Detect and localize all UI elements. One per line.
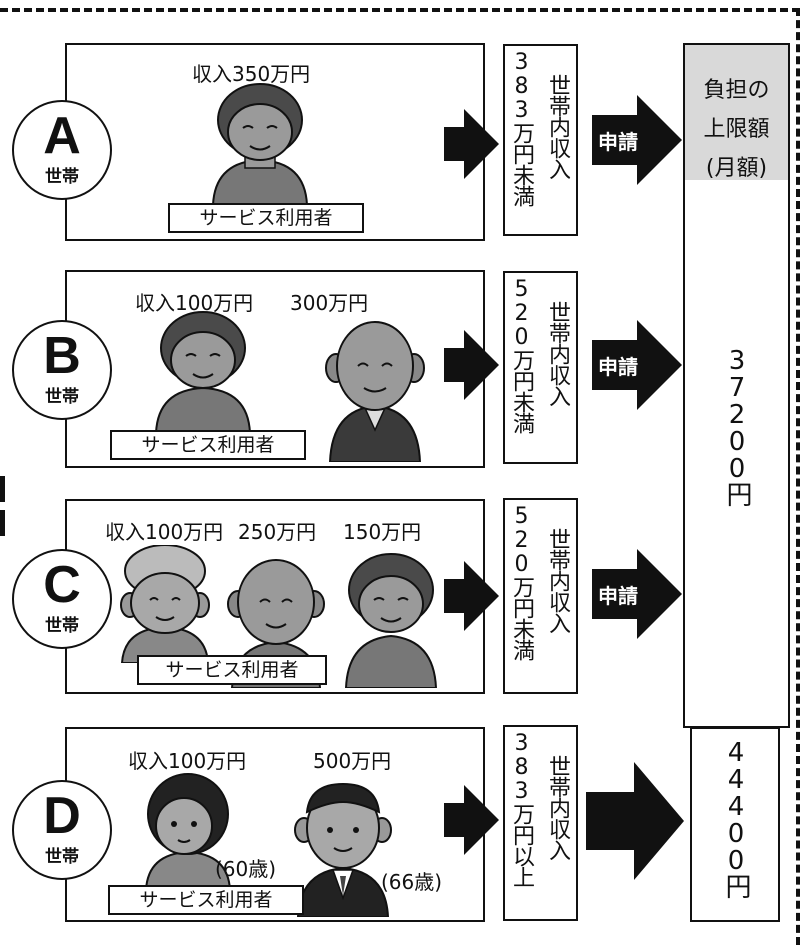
apply-arrow-icon bbox=[592, 320, 682, 410]
apply-arrow-icon bbox=[592, 95, 682, 185]
threshold-amount: 383万円以上 bbox=[509, 731, 534, 887]
income-threshold-box: 520万円未満 世帯内収入 bbox=[503, 498, 578, 694]
limit-amount-abc: 37200円 bbox=[722, 346, 752, 504]
threshold-amount: 520万円未満 bbox=[509, 277, 534, 433]
arrow-right-icon bbox=[444, 785, 499, 855]
arrow-right-icon bbox=[444, 561, 499, 631]
income-label: 300万円 bbox=[290, 291, 369, 315]
threshold-label: 世帯内収入 bbox=[545, 74, 570, 179]
income-label: 収入100万円 bbox=[128, 749, 247, 773]
apply-label: 申請 bbox=[598, 584, 638, 608]
service-user-box: サービス利用者 bbox=[137, 655, 327, 685]
dashed-border-top bbox=[0, 8, 800, 12]
border-fragment bbox=[0, 476, 5, 502]
household-letter: D bbox=[43, 787, 81, 845]
household-suffix: 世帯 bbox=[45, 167, 79, 187]
income-label: 収入100万円 bbox=[135, 291, 254, 315]
elderly-woman-illustration bbox=[211, 83, 309, 205]
household-letter: C bbox=[43, 556, 81, 614]
income-label: 収入100万円 bbox=[105, 520, 224, 544]
border-fragment bbox=[0, 510, 5, 536]
age-label: (66歳) bbox=[381, 870, 443, 894]
income-label: 収入350万円 bbox=[192, 62, 311, 86]
household-b-badge: B 世帯 bbox=[12, 320, 112, 420]
service-user-box: サービス利用者 bbox=[108, 885, 304, 915]
income-label: 250万円 bbox=[238, 520, 317, 544]
household-letter: A bbox=[43, 107, 81, 165]
threshold-amount: 520万円未満 bbox=[509, 504, 534, 660]
apply-label: 申請 bbox=[598, 355, 638, 379]
household-d-badge: D 世帯 bbox=[12, 780, 112, 880]
apply-arrow-icon bbox=[592, 549, 682, 639]
header-line: 上限額 bbox=[703, 117, 770, 142]
limit-amount-d: 44400円 bbox=[721, 738, 751, 896]
household-c-badge: C 世帯 bbox=[12, 549, 112, 649]
elderly-man-illustration bbox=[325, 321, 425, 462]
burden-limit-header: 負担の 上限額 (月額) bbox=[685, 45, 788, 181]
income-threshold-box: 383万円以上 世帯内収入 bbox=[503, 725, 578, 921]
arrow-right-icon bbox=[586, 762, 684, 880]
threshold-label: 世帯内収入 bbox=[545, 528, 570, 633]
income-threshold-box: 520万円未満 世帯内収入 bbox=[503, 271, 578, 464]
arrow-right-icon bbox=[444, 330, 499, 400]
service-user-label: サービス利用者 bbox=[199, 207, 333, 229]
income-label: 150万円 bbox=[343, 520, 422, 544]
elderly-woman-illustration bbox=[344, 553, 438, 688]
man-illustration bbox=[294, 782, 392, 917]
burden-limit-d-box bbox=[690, 727, 780, 922]
household-suffix: 世帯 bbox=[45, 387, 79, 407]
arrow-right-icon bbox=[444, 109, 499, 179]
household-letter: B bbox=[43, 327, 81, 385]
threshold-label: 世帯内収入 bbox=[545, 301, 570, 406]
apply-label: 申請 bbox=[598, 130, 638, 154]
service-user-box: サービス利用者 bbox=[168, 203, 364, 233]
woman-illustration bbox=[144, 773, 232, 890]
income-threshold-box: 383万円未満 世帯内収入 bbox=[503, 44, 578, 236]
household-suffix: 世帯 bbox=[45, 616, 79, 636]
service-user-box: サービス利用者 bbox=[110, 430, 306, 460]
header-line: 負担の bbox=[703, 78, 770, 103]
header-line: (月額) bbox=[705, 156, 768, 181]
age-label: (60歳) bbox=[215, 857, 277, 881]
elderly-woman-illustration bbox=[154, 311, 252, 433]
service-user-label: サービス利用者 bbox=[141, 434, 275, 456]
household-suffix: 世帯 bbox=[45, 847, 79, 867]
threshold-amount: 383万円未満 bbox=[509, 50, 534, 206]
service-user-label: サービス利用者 bbox=[165, 659, 299, 681]
income-label: 500万円 bbox=[313, 749, 392, 773]
household-a-badge: A 世帯 bbox=[12, 100, 112, 200]
dashed-border-right bbox=[796, 8, 800, 945]
elderly-woman-illustration bbox=[120, 545, 210, 663]
service-user-label: サービス利用者 bbox=[139, 889, 273, 911]
threshold-label: 世帯内収入 bbox=[545, 755, 570, 860]
